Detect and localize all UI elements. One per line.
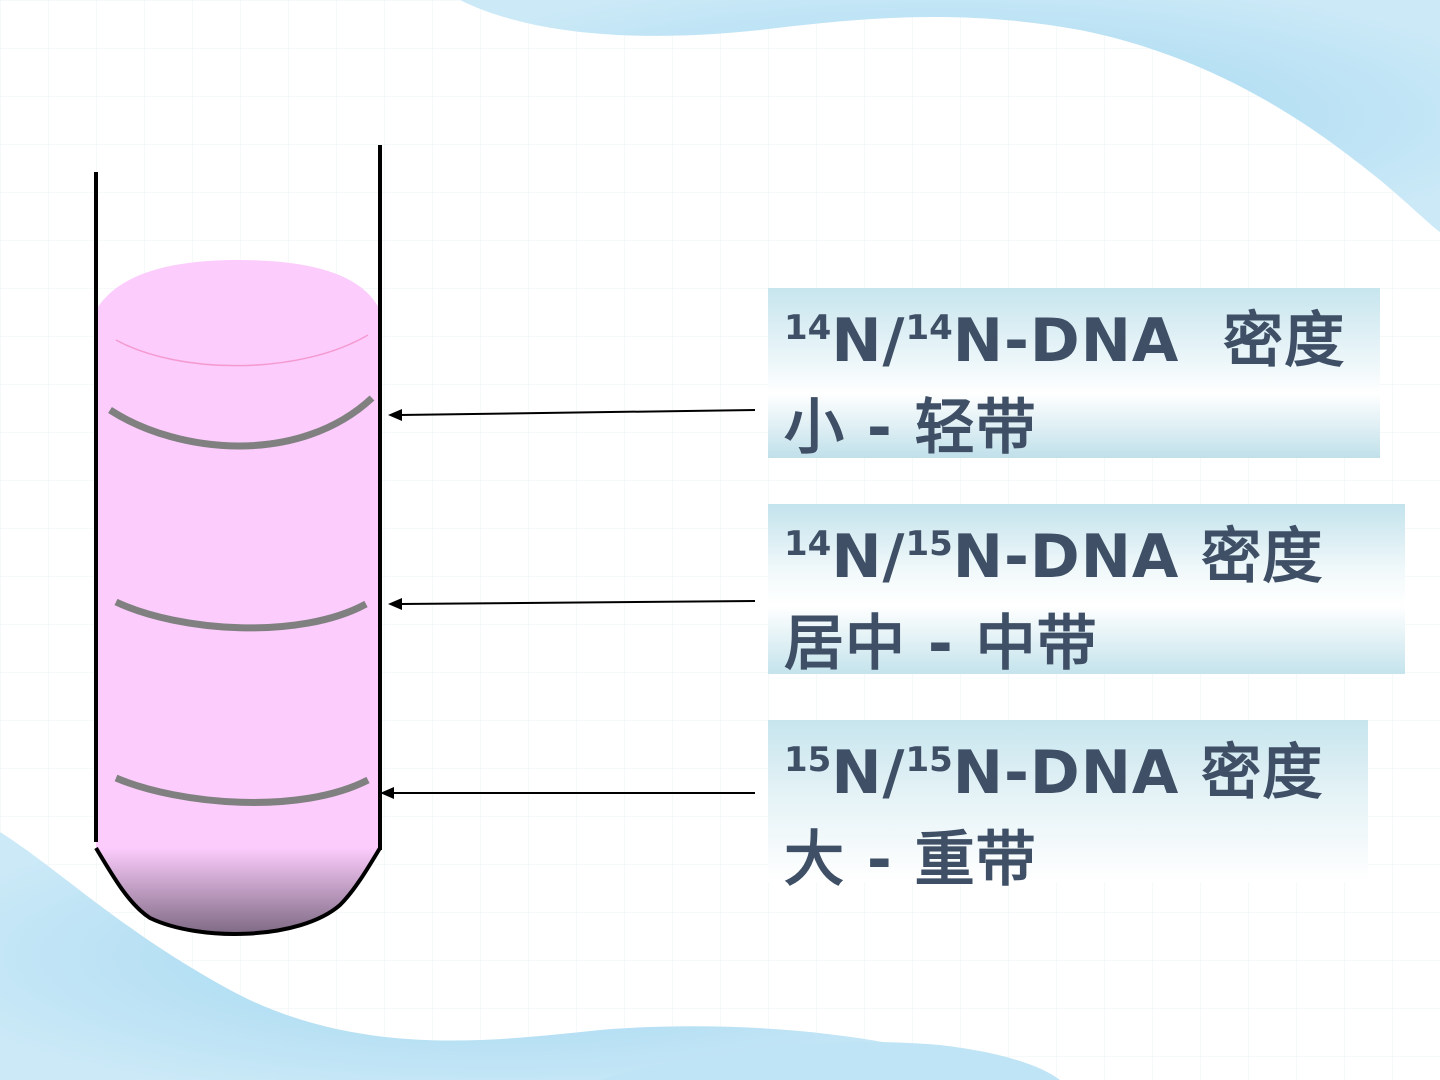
label-light-band: 14N/14N-DNA 密度 小 - 轻带 (768, 288, 1380, 463)
isotope-superscript: 14 (905, 308, 953, 348)
density-word: 密度 (1201, 522, 1324, 592)
arrow-middle (399, 600, 756, 605)
label-heavy-line2: 大 - 重带 (784, 825, 1037, 895)
dna-symbol: N-DNA (952, 738, 1180, 808)
density-word: 密度 (1201, 738, 1324, 808)
isotope-superscript: 15 (784, 740, 832, 780)
label-middle-line1: 14N/15N-DNA 密度 (784, 518, 1389, 605)
tube-liquid (96, 260, 380, 848)
nitrogen-symbol: N/ (831, 306, 906, 376)
label-middle-line2: 居中 - 中带 (784, 609, 1098, 679)
density-word: 密度 (1223, 306, 1346, 376)
isotope-superscript: 15 (905, 524, 953, 564)
isotope-superscript: 15 (905, 740, 953, 780)
label-heavy-line1: 15N/15N-DNA 密度 (784, 734, 1352, 821)
top-wave-decoration (460, 0, 1440, 232)
band-middle (114, 598, 368, 632)
band-light (108, 395, 375, 450)
label-middle-band: 14N/15N-DNA 密度 居中 - 中带 (768, 504, 1405, 679)
tube-meniscus (115, 334, 369, 367)
dna-symbol: N-DNA (952, 522, 1180, 592)
isotope-superscript: 14 (784, 308, 832, 348)
isotope-superscript: 14 (784, 524, 832, 564)
band-heavy (114, 774, 370, 806)
nitrogen-symbol: N/ (831, 522, 906, 592)
nitrogen-symbol: N/ (831, 738, 906, 808)
tube-bottom (96, 848, 380, 934)
dna-symbol: N-DNA (952, 306, 1180, 376)
bottom-wave-decoration (0, 832, 1000, 1080)
arrow-light (399, 409, 756, 416)
label-light-line1: 14N/14N-DNA 密度 (784, 302, 1364, 389)
label-heavy-band: 15N/15N-DNA 密度 大 - 重带 (768, 720, 1368, 895)
label-light-line2: 小 - 轻带 (784, 393, 1037, 463)
